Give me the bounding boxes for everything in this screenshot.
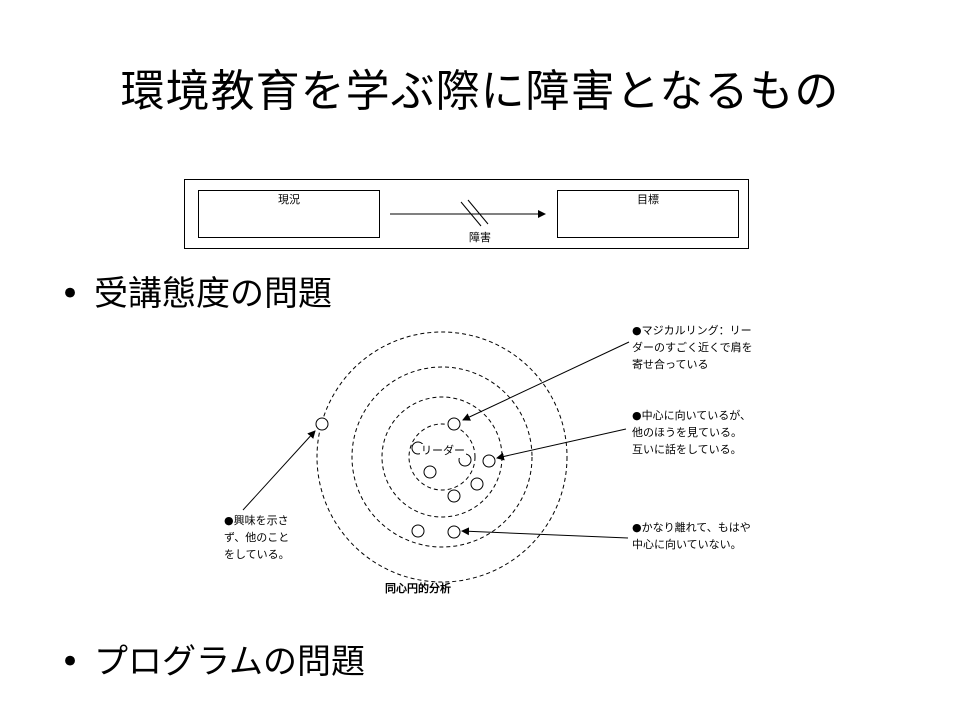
note-far-away: ●かなり離れて、もはや 中心に向いていない。 [632,519,751,553]
obstacle-label: 障害 [469,231,491,244]
note-line: 寄せ合っている [632,358,709,371]
goal-label: 目標 [637,193,659,206]
bullet-text: プログラムの問題 [94,642,365,682]
note-line: ●マジカルリング：リー [632,324,752,337]
bullet-program: • プログラムの問題 [60,640,365,684]
slide-title: 環境教育を学ぶ際に障害となるもの [120,66,840,117]
obstacle-slash-1 [460,201,482,227]
flow-arrow [390,199,546,227]
pointer-arrow-interest [242,430,316,511]
note-line: 互いに話をしている。 [632,443,742,456]
bullet-text: 受講態度の問題 [94,274,332,314]
bullet-marker: • [60,642,81,682]
pointer-arrow-magical [462,341,630,421]
person-marker [447,417,461,431]
note-line: ●興味を示さ [224,514,289,527]
bullet-attitude: • 受講態度の問題 [60,272,332,316]
obstacle-slash-2 [467,199,489,225]
note-line: ダーのすごく近くで肩を [632,341,753,354]
note-line: 他のほうを見ている。 [632,426,742,439]
diagram-caption: 同心円的分析 [385,582,451,595]
note-no-interest: ●興味を示さ ず、他のこと をしている。 [224,512,290,563]
note-line: をしている。 [224,548,290,561]
current-state-label: 現況 [278,193,300,206]
flow-diagram: 現況 目標 障害 [184,179,749,249]
ring-inner [408,423,476,491]
goal-box: 目標 [557,190,739,238]
bullet-marker: • [60,274,81,314]
person-marker [315,417,329,431]
person-marker [447,489,461,503]
pointer-arrow-far [461,527,629,539]
ring-third [351,366,533,548]
person-marker [470,477,484,491]
person-marker [482,454,496,468]
pointer-arrow-center [496,428,627,461]
ring-outer [316,331,568,583]
current-state-box: 現況 [198,190,380,238]
note-line: ●中心に向いているが、 [632,409,752,422]
person-marker [447,525,461,539]
note-line: ず、他のこと [224,531,290,544]
note-magical-ring: ●マジカルリング：リー ダーのすごく近くで肩を 寄せ合っている [632,322,753,373]
leader-label: リーダー [420,444,466,458]
note-line: 中心に向いていない。 [632,538,742,551]
person-marker [411,524,425,538]
note-facing-center: ●中心に向いているが、 他のほうを見ている。 互いに話をしている。 [632,407,751,458]
person-marker [423,465,437,479]
note-line: ●かなり離れて、もはや [632,521,751,534]
